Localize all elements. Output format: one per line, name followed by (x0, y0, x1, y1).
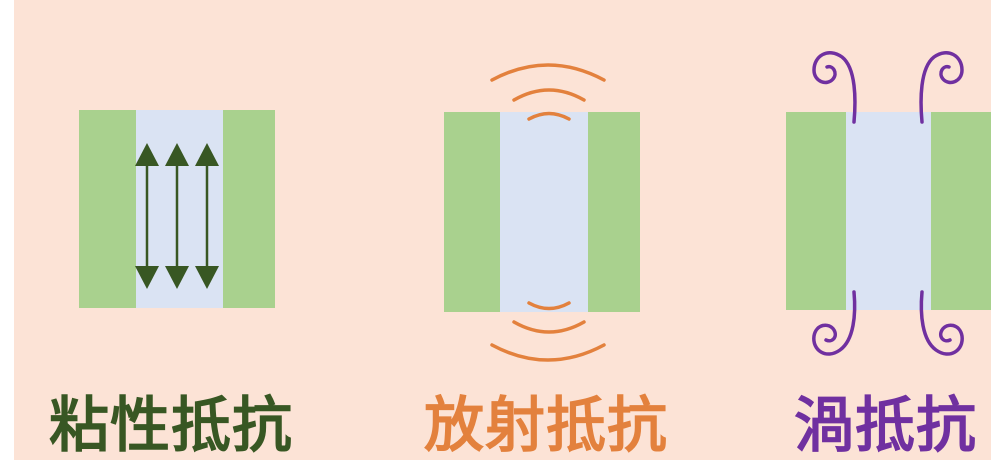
vortex-icon (919, 290, 964, 356)
bottom-waves-icon (490, 301, 606, 362)
radiation-resistance-label: 放射抵抗 (424, 391, 668, 461)
fluid-gap (846, 112, 931, 310)
radiation-resistance-diagram: 放射抵抗 (374, 0, 667, 460)
viscous-resistance-figure (79, 110, 275, 308)
vortex-resistance-label: 渦抵抗 (794, 391, 977, 461)
fluid-gap (500, 112, 588, 312)
left-wall (79, 110, 136, 308)
left-wall (444, 112, 500, 312)
vortex-resistance-diagram: 渦抵抗 (734, 0, 991, 460)
right-wall (931, 112, 991, 310)
right-wall (223, 110, 275, 308)
viscous-resistance-diagram: 粘性抵抗 (14, 0, 292, 460)
vortex-icon (812, 51, 857, 124)
top-waves-icon (490, 63, 606, 121)
double-arrow-icon (195, 143, 219, 289)
diagram-canvas: 粘性抵抗 放射抵抗 (14, 0, 991, 460)
double-arrow-icon (165, 143, 189, 289)
vortex-icon (919, 51, 964, 124)
right-wall (588, 112, 640, 312)
shear-arrows (135, 143, 219, 289)
vortex-resistance-figure (786, 51, 991, 356)
left-wall (786, 112, 846, 310)
vortex-icon (812, 290, 857, 356)
radiation-resistance-figure (444, 63, 640, 362)
double-arrow-icon (135, 143, 159, 289)
viscous-resistance-label: 粘性抵抗 (49, 391, 293, 461)
